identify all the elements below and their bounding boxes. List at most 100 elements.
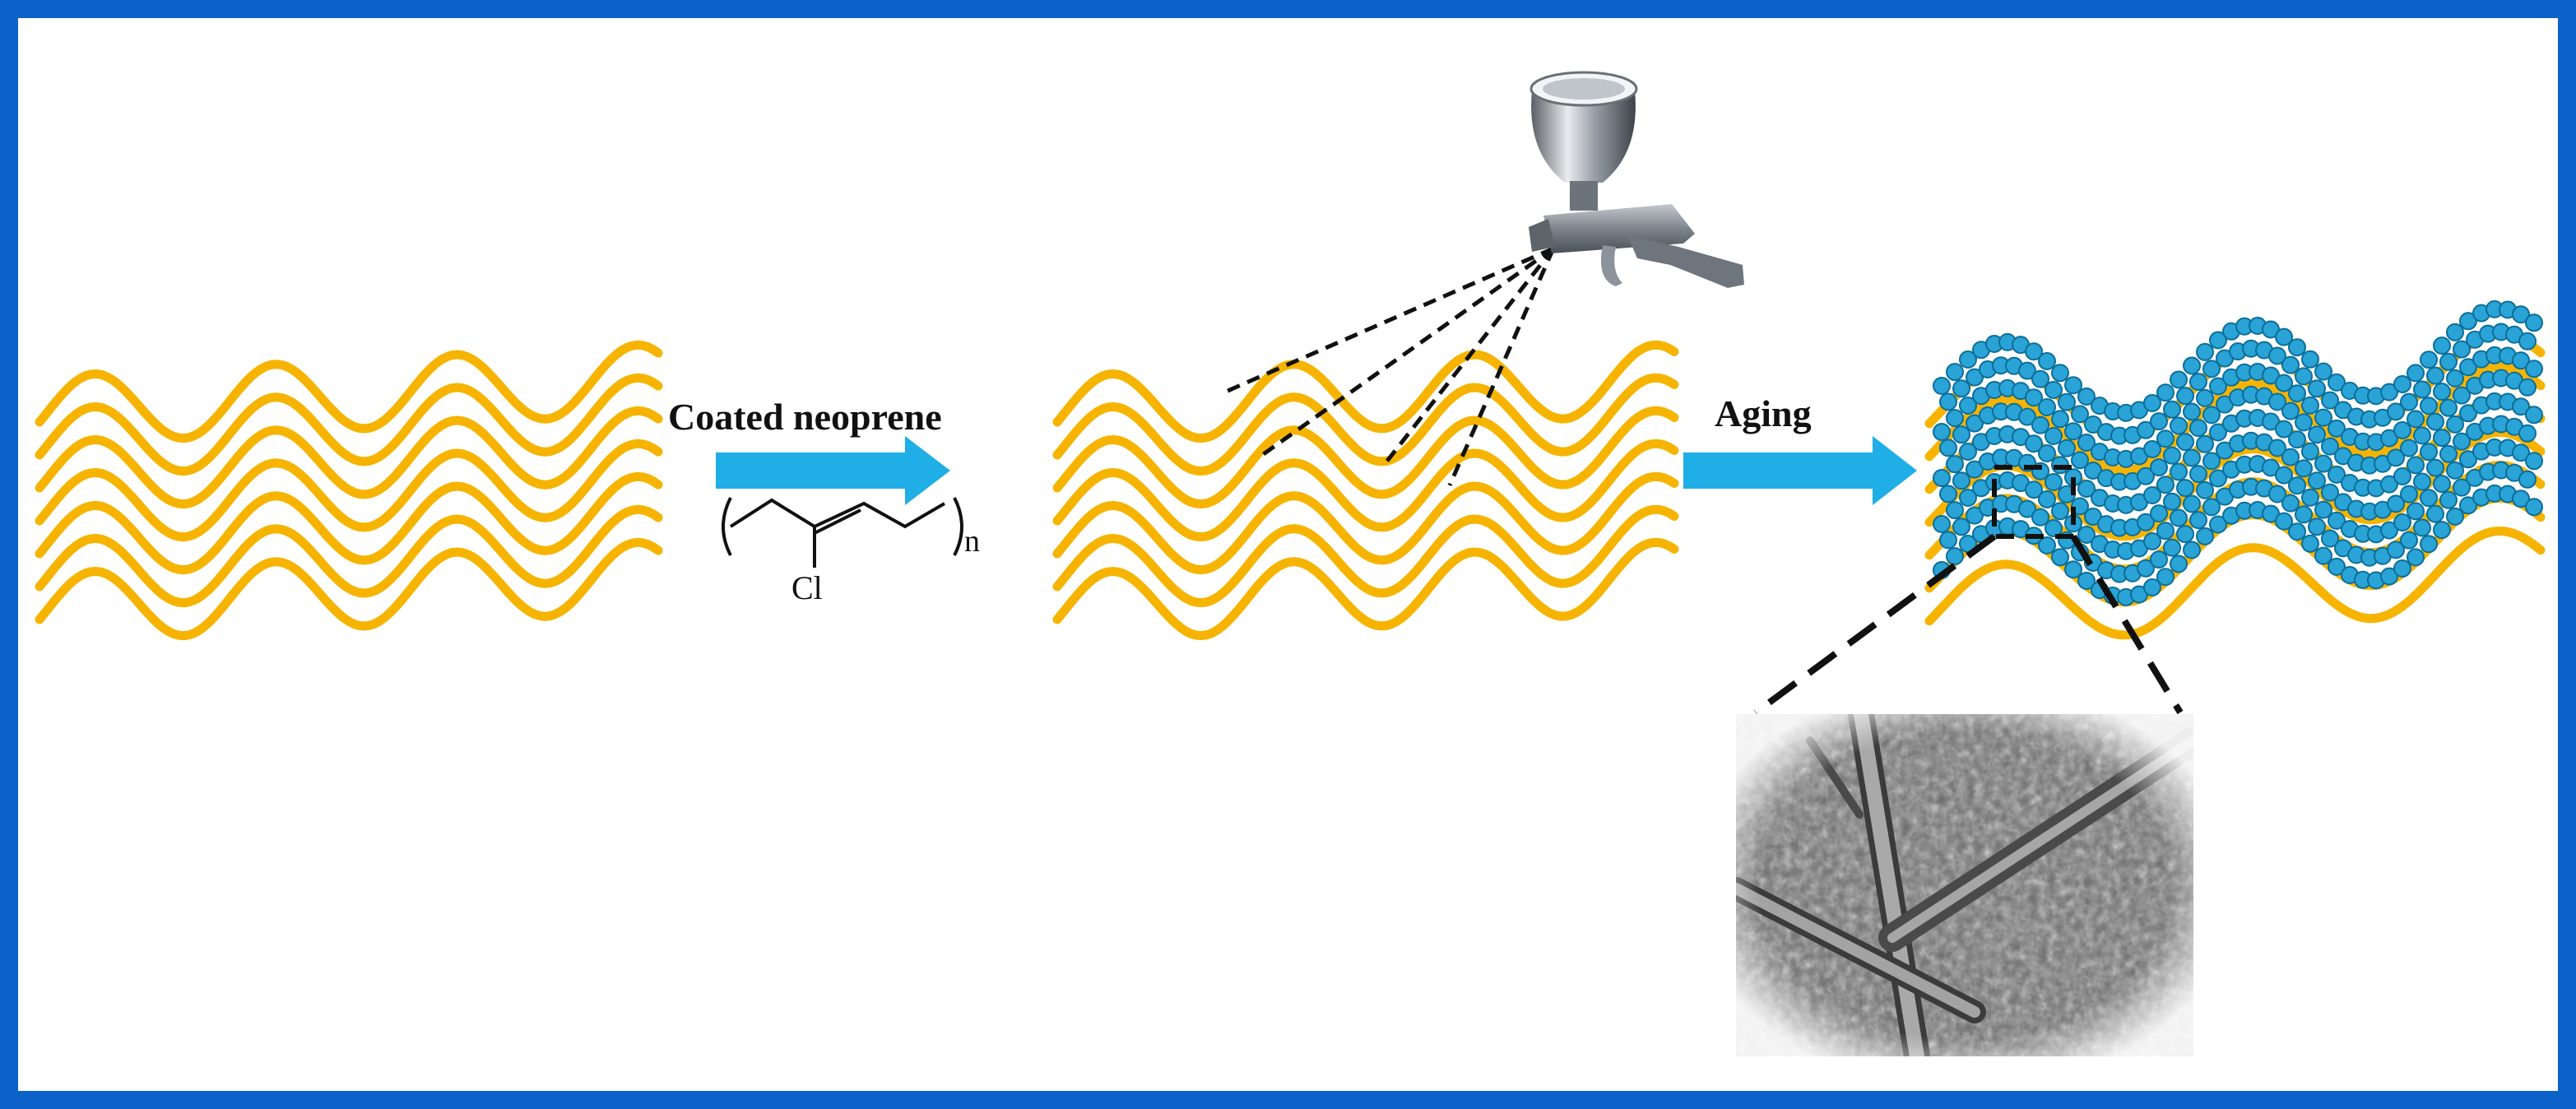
coating-particle [2077, 526, 2096, 544]
coating-particle [2209, 377, 2227, 396]
coating-particle [2281, 448, 2300, 466]
coating-particle [2400, 531, 2418, 550]
coating-particle [2163, 400, 2181, 419]
coating-particle [2387, 541, 2405, 559]
coating-particle [2051, 364, 2069, 383]
coating-particle [1933, 469, 1951, 487]
spray-lines [1224, 246, 1556, 487]
coating-particle [2420, 443, 2438, 462]
coating-particle [2314, 362, 2332, 381]
coating-particle [2407, 456, 2425, 475]
coating-particle [2143, 394, 2161, 412]
coating-particle [1959, 443, 1977, 461]
fiber-strand [35, 406, 663, 509]
coating-particle [2512, 490, 2530, 508]
fiber-strand [1052, 373, 1679, 476]
coating-particle [2275, 512, 2293, 531]
coating-particle [2189, 419, 2207, 438]
coating-particle [2433, 429, 2451, 448]
coating-particle [2038, 536, 2056, 554]
callout-line-right [2070, 534, 2184, 715]
coating-particle [2281, 494, 2300, 513]
coating-particle [2077, 434, 2096, 452]
coating-particle [2439, 398, 2458, 417]
coating-particle [2275, 466, 2293, 485]
coating-particle [1939, 392, 1957, 411]
coating-particle [2380, 429, 2398, 448]
coating-particle [2189, 373, 2207, 392]
coating-particle [2150, 412, 2168, 431]
coating-particle [2459, 450, 2477, 469]
coating-particle [2170, 462, 2188, 481]
coating-particle [2459, 496, 2477, 515]
coating-particle [2380, 383, 2398, 401]
coating-particle [2045, 519, 2063, 537]
coating-particle [2328, 557, 2346, 576]
coating-particle [2459, 358, 2477, 377]
coating-particle [1959, 489, 1977, 507]
coating-particle [2058, 438, 2076, 457]
coating-particle [2183, 402, 2201, 421]
coating-particle [2196, 388, 2214, 407]
coating-particle [2196, 527, 2214, 545]
coating-particle [2453, 386, 2471, 405]
coating-particle [2400, 392, 2418, 411]
coating-particle [2275, 374, 2293, 392]
coating-particle [2512, 443, 2530, 462]
coating-particle [2163, 446, 2181, 465]
fiber-strand [1924, 526, 2546, 640]
coating-particle [2150, 458, 2168, 477]
coating-particle [2183, 448, 2201, 467]
coating-particle [2156, 429, 2175, 448]
coating-particle [2314, 454, 2332, 473]
fiber-strand [35, 537, 663, 641]
coating-particle [2025, 388, 2043, 407]
coating-particle [2025, 434, 2043, 453]
coating-particle [2420, 535, 2438, 554]
coating-particle [1966, 460, 1984, 479]
coating-particle [2308, 379, 2326, 398]
coating-particle [2077, 480, 2096, 498]
coating-particle [2077, 572, 2096, 590]
coating-particle [1959, 397, 1977, 415]
fiber-strand [35, 373, 663, 476]
coating-particle [2328, 511, 2346, 530]
coating-particle [2189, 465, 2207, 484]
coating-particle [2433, 336, 2451, 355]
coating-particle [2031, 369, 2049, 388]
process-arrow-1 [716, 436, 950, 505]
coating-particle [2288, 522, 2306, 541]
coating-particle [1939, 531, 1957, 550]
coated-fabric [1052, 340, 1679, 641]
coating-particle [2393, 559, 2411, 578]
coating-particle [2512, 305, 2530, 324]
coating-particle [2176, 525, 2194, 544]
coating-particle [2314, 546, 2332, 565]
coating-particle [2137, 466, 2155, 485]
fiber-strand [1924, 361, 2546, 476]
coating-particle [2308, 517, 2326, 536]
coating-particle [2209, 331, 2227, 350]
fiber-strand [35, 340, 663, 443]
coating-particle [2301, 488, 2319, 507]
coating-particle [2268, 392, 2286, 411]
coating-particle [2137, 513, 2155, 531]
coating-particle [2275, 327, 2293, 346]
coating-particle [2137, 420, 2155, 439]
fiber-strand [1052, 504, 1679, 608]
coating-particle [2426, 366, 2444, 385]
coating-particle [1966, 368, 1984, 387]
coating-particle [2407, 548, 2425, 567]
coating-particle [2058, 392, 2076, 411]
coating-particle [1939, 438, 1957, 457]
coating-particle [2301, 534, 2319, 553]
coating-particle [2321, 529, 2339, 548]
coating-particle [2281, 355, 2300, 374]
coating-particle [2038, 490, 2056, 508]
coating-particle [2295, 367, 2313, 386]
repeat-subscript: n [964, 524, 980, 559]
coating-particle [2156, 383, 2175, 402]
coating-particle [1946, 501, 1964, 520]
coating-particle [2308, 425, 2326, 444]
